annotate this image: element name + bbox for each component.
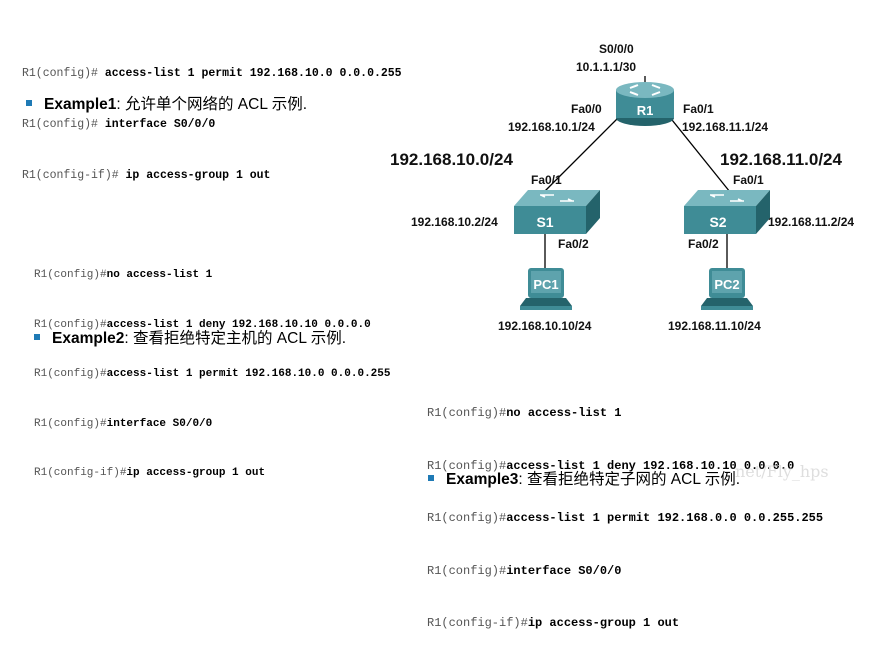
code-line: R1(config-if)#ip access-group 1 out (34, 467, 266, 479)
bullet-icon (428, 474, 434, 481)
example3-caption: Example3: 查看拒绝特定子网的 ACL 示例. (428, 467, 740, 489)
code-line: R1(config)#no access-list 1 (427, 406, 622, 420)
router-serial-port: S0/0/0 (599, 42, 634, 56)
router-fa00-ip: 192.168.10.1/24 (508, 120, 595, 134)
switch1-down-port: Fa0/2 (558, 237, 589, 251)
code-line: R1(config)#access-list 1 deny 192.168.10… (427, 458, 795, 473)
router-fa01-port: Fa0/1 (683, 102, 714, 116)
network-right-label: 192.168.11.0/24 (720, 150, 842, 169)
switch-icon: S2 (684, 190, 770, 234)
code-line: R1(config-if)# ip access-group 1 out (22, 169, 271, 182)
switch-name: S2 (709, 214, 726, 230)
router-fa01-ip: 192.168.11.1/24 (682, 120, 769, 134)
router-fa00-port: Fa0/0 (571, 102, 602, 116)
switch2-up-port: Fa0/1 (733, 173, 764, 187)
code-line: R1(config)#access-list 1 deny 192.168.10… (34, 318, 371, 331)
example1-caption: Example1: 允许单个网络的 ACL 示例. (26, 92, 307, 114)
router-icon: R1 (616, 82, 674, 126)
bullet-icon (34, 333, 40, 340)
pc-name: PC1 (533, 277, 558, 292)
link-r1-s1 (543, 109, 627, 193)
example2-caption: Example2: 查看拒绝特定主机的 ACL 示例. (34, 326, 346, 348)
network-topology: R1 S1 S2 PC1 PC2 (514, 76, 770, 310)
pc2-ip: 192.168.11.10/24 (668, 319, 761, 333)
router-serial-ip: 10.1.1.1/30 (576, 60, 637, 74)
link-r1-s2 (663, 109, 731, 193)
code-line: R1(config)# interface S0/0/0 (22, 118, 216, 131)
code-line: R1(config)# access-list 1 permit 192.168… (22, 67, 402, 80)
switch-icon: S1 (514, 190, 600, 234)
watermark: net/Fly_hps (735, 462, 829, 481)
pc1-ip: 192.168.10.10/24 (498, 319, 592, 333)
router-name: R1 (637, 103, 654, 118)
pc-name: PC2 (714, 277, 739, 292)
code-line: R1(config)#access-list 1 permit 192.168.… (34, 368, 391, 380)
code-block-2: R1(config)#no access-list 1 R1(config)#a… (34, 234, 390, 498)
switch2-ip: 192.168.11.2/24 (768, 215, 855, 229)
pc-icon: PC2 (701, 268, 753, 310)
bullet-icon (26, 99, 32, 106)
switch2-down-port: Fa0/2 (688, 237, 719, 251)
switch1-up-port: Fa0/1 (531, 173, 562, 187)
network-left-label: 192.168.10.0/24 (390, 150, 513, 169)
code-line: R1(config)#access-list 1 permit 192.168.… (427, 511, 824, 525)
code-line: R1(config-if)#ip access-group 1 out (427, 616, 680, 630)
code-line: R1(config)#interface S0/0/0 (427, 563, 622, 578)
code-block-1: R1(config)# access-list 1 permit 192.168… (22, 31, 402, 201)
code-line: R1(config)#no access-list 1 (34, 269, 213, 281)
switch1-ip: 192.168.10.2/24 (411, 215, 498, 229)
switch-name: S1 (536, 214, 553, 230)
code-line: R1(config)#interface S0/0/0 (34, 417, 213, 430)
pc-icon: PC1 (520, 268, 572, 310)
